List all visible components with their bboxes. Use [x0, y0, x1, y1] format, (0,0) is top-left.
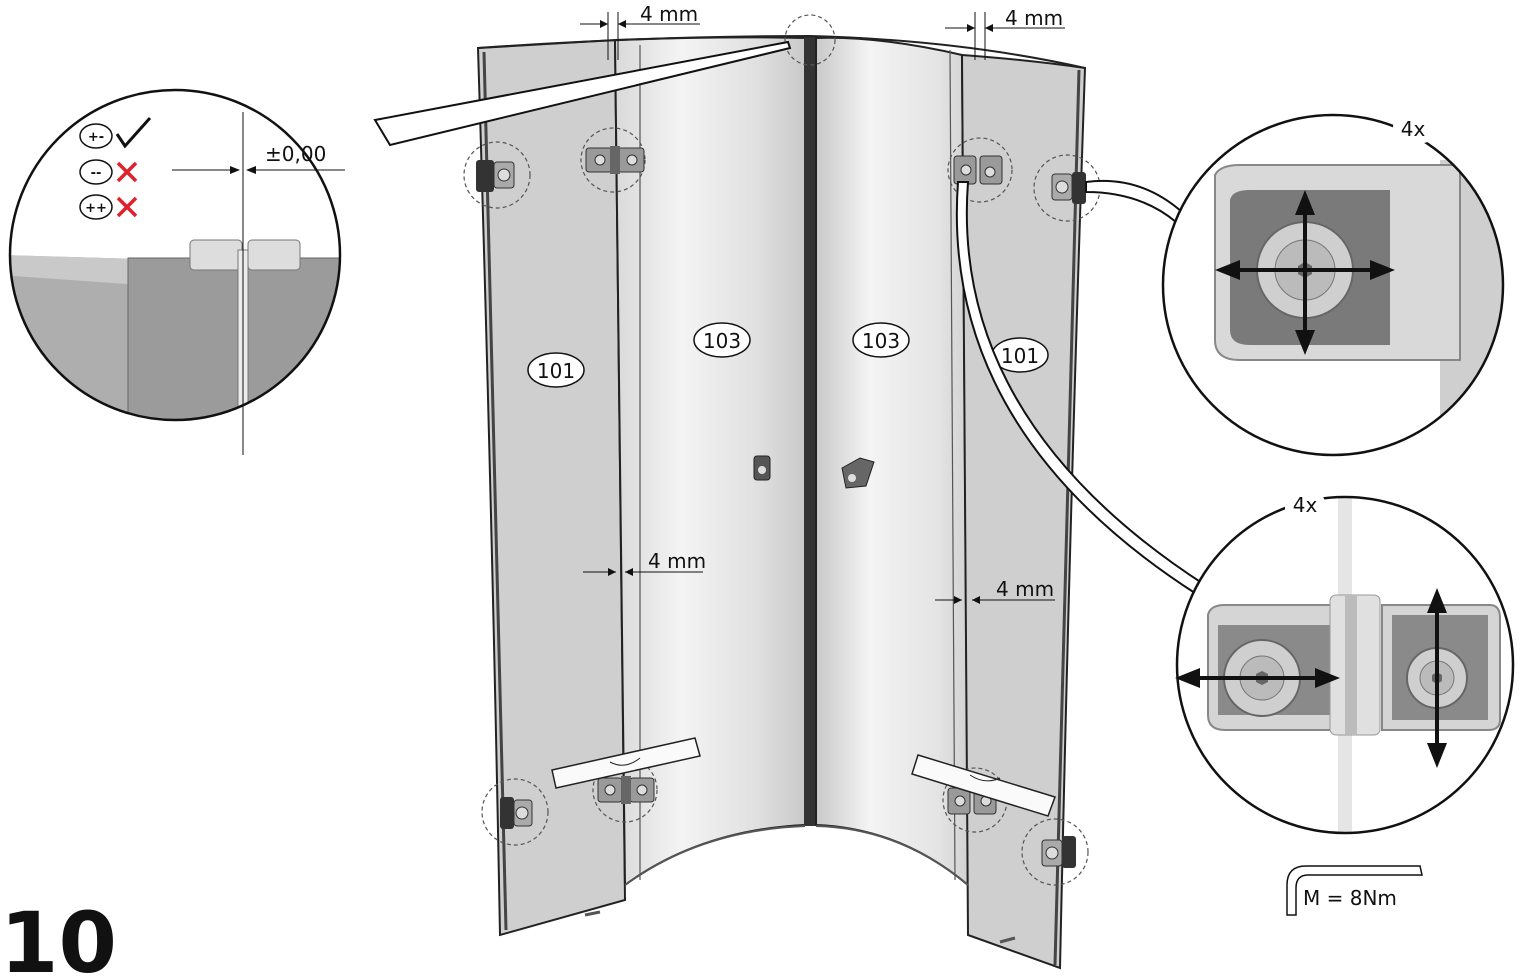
center-seal-profile [804, 36, 816, 826]
right-inner-panel [815, 36, 970, 888]
legend-minus-minus-wrong: -- [79, 159, 138, 185]
gap-top-left-label: 4 mm [640, 2, 698, 26]
hinge-adjust-detail: 4x [1175, 493, 1515, 835]
legend-plus-plus-wrong: ++ [79, 194, 138, 220]
dimension-top-left: 4 mm [580, 2, 700, 60]
allen-key-torque: M = 8Nm [1286, 865, 1423, 916]
allen-key-icon [1286, 865, 1423, 916]
svg-text:103: 103 [862, 329, 900, 353]
svg-text:++: ++ [85, 201, 107, 216]
wall-bracket-bottom-left [481, 778, 549, 846]
legend-plus-minus-ok: +- [79, 117, 152, 149]
seal-alignment-detail: ±0,00 +- -- ++ [8, 88, 345, 455]
leader-bracket-detail [1085, 179, 1184, 224]
hinge-top-left [580, 127, 646, 193]
part-label-101-left: 101 [527, 352, 585, 388]
gap-mid-right-label: 4 mm [996, 577, 1054, 601]
wall-bracket-top-right [1033, 154, 1101, 222]
wall-bracket-bottom-right [1021, 818, 1089, 886]
adjust-arrows-4way-icon [1215, 190, 1395, 355]
shower-enclosure [463, 14, 1101, 970]
cross-icon [116, 196, 138, 218]
cross-icon [116, 161, 138, 183]
top-detail-marker [784, 14, 836, 66]
torque-spec-label: M = 8Nm [1303, 886, 1397, 910]
gap-top-right-label: 4 mm [1005, 6, 1063, 30]
right-outer-panel [960, 53, 1087, 970]
part-label-103-right: 103 [852, 322, 910, 358]
adjust-arrows-horizontal-icon [1175, 668, 1340, 688]
checkmark-icon [115, 117, 152, 149]
bracket-adjust-detail: 4x [1161, 113, 1505, 457]
wall-bracket-top-left [463, 141, 531, 209]
bracket-qty-label: 4x [1401, 117, 1426, 141]
gap-mid-left-label: 4 mm [648, 549, 706, 573]
svg-text:101: 101 [537, 359, 575, 383]
door-knob-left [753, 455, 771, 481]
left-outer-panel [476, 38, 627, 937]
dimension-mid-right: 4 mm [935, 577, 1055, 604]
svg-text:103: 103 [703, 329, 741, 353]
leader-top-detail [373, 40, 792, 147]
hinge-bottom-left [592, 757, 658, 823]
door-knob-right [841, 457, 875, 489]
part-label-101-right: 101 [991, 337, 1049, 373]
spirit-level-right [911, 754, 1056, 817]
spirit-level-left [551, 737, 701, 789]
alignment-tolerance-label: ±0,00 [265, 142, 326, 166]
adjust-arrows-vertical-icon [1427, 588, 1447, 768]
dimension-mid-left: 4 mm [583, 549, 706, 576]
svg-text:101: 101 [1001, 344, 1039, 368]
dimension-top-right: 4 mm [945, 6, 1065, 60]
hinge-top-right [947, 137, 1013, 203]
step-number: 10 [0, 894, 117, 977]
svg-text:--: -- [91, 166, 102, 181]
hinge-qty-label: 4x [1293, 493, 1318, 517]
svg-text:+-: +- [88, 130, 104, 145]
part-label-103-left: 103 [693, 322, 751, 358]
